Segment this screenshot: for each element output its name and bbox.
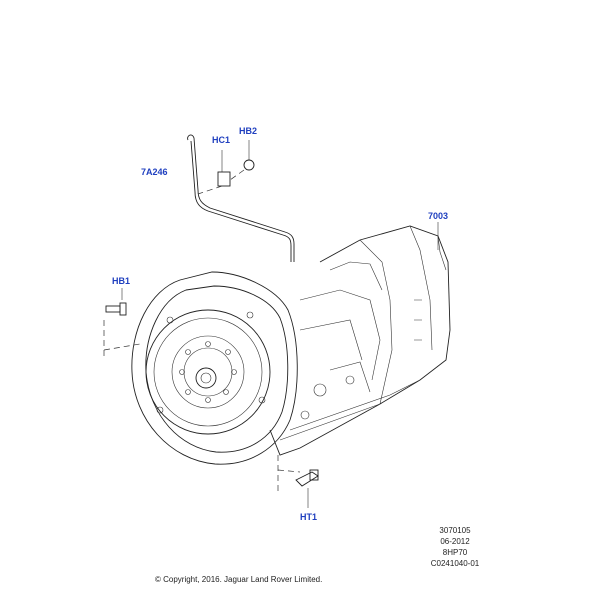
meta-part-number: 3070105 bbox=[439, 526, 471, 535]
meta-reference: C0241040-01 bbox=[430, 559, 480, 568]
callout-7a246[interactable]: 7A246 bbox=[141, 167, 168, 177]
meta-date: 06-2012 bbox=[440, 537, 470, 546]
callout-ht1[interactable]: HT1 bbox=[300, 512, 318, 522]
bolt-hb2 bbox=[229, 140, 255, 181]
vent-tube bbox=[187, 134, 295, 262]
bolt-hb1 bbox=[103, 288, 141, 360]
stud-ht1 bbox=[277, 455, 319, 508]
meta-model: 8HP70 bbox=[442, 548, 468, 557]
copyright-text: © Copyright, 2016. Jaguar Land Rover Lim… bbox=[155, 575, 323, 584]
callout-hb1[interactable]: HB1 bbox=[112, 276, 131, 286]
callout-7003[interactable]: 7003 bbox=[428, 211, 449, 221]
clip-hc1 bbox=[197, 150, 231, 195]
transmission-housing bbox=[131, 225, 451, 465]
callout-hc1[interactable]: HC1 bbox=[212, 135, 231, 145]
callout-hb2[interactable]: HB2 bbox=[239, 126, 258, 136]
